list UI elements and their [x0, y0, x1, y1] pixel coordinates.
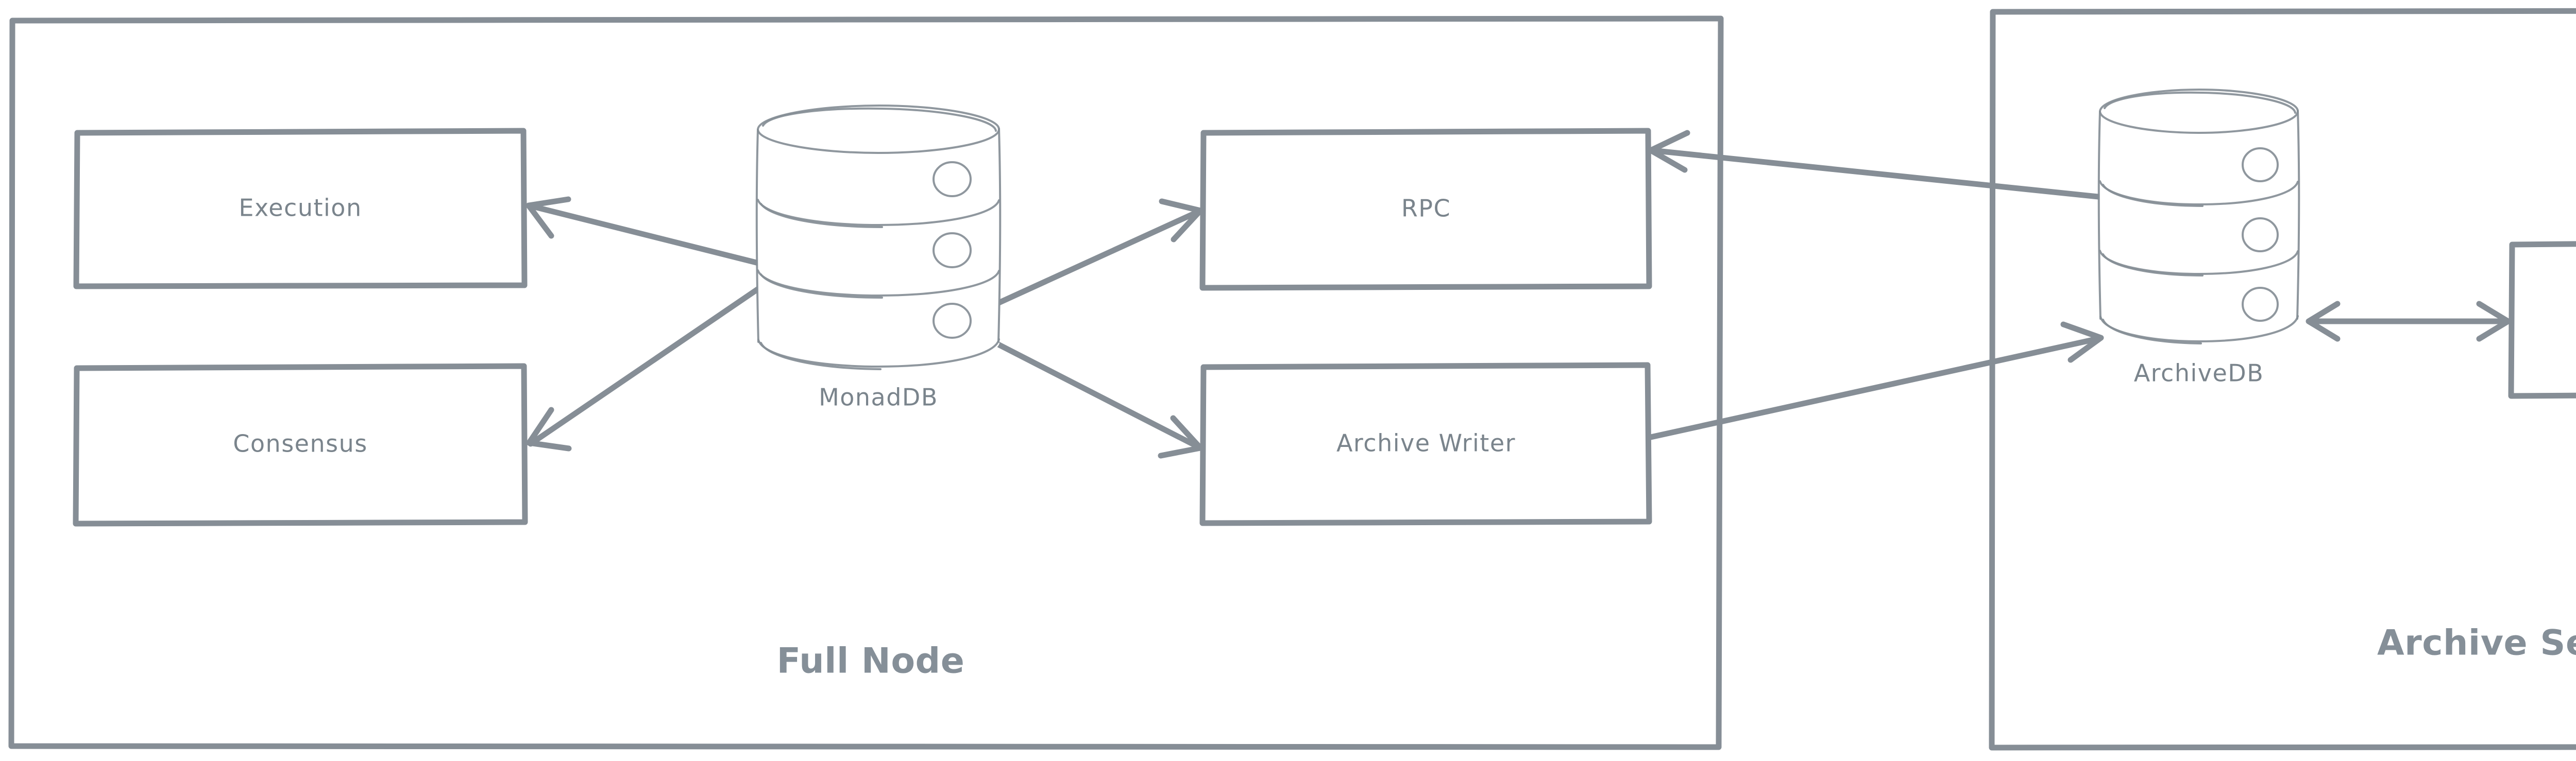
monaddb-top-ellipse-sketch — [762, 107, 997, 132]
archivedb-right-wall — [2296, 110, 2300, 320]
rpc-border — [1199, 128, 1652, 291]
archivedb-indexer-arrowhead-left — [2306, 301, 2341, 342]
full-node-border — [8, 15, 1724, 750]
archivedb-bottom-curve-sketch — [2102, 319, 2202, 344]
monaddb-body-fill — [757, 129, 999, 367]
monaddb-dot-2 — [933, 232, 972, 268]
monaddb-to-consensus-arrowhead — [526, 407, 572, 452]
execution-border — [73, 128, 528, 289]
monaddb-label: MonadDB — [819, 384, 938, 411]
database-monad-db[interactable]: MonadDB — [755, 105, 1002, 411]
monaddb-to-execution-line — [528, 203, 786, 272]
monaddb-dot-1 — [933, 161, 972, 197]
monaddb-band-1-sketch — [760, 203, 883, 228]
archivedb-top-ellipse-sketch — [2104, 91, 2296, 114]
archivedb-indexer-arrowhead-right — [2476, 301, 2511, 342]
connection-monaddb-to-consensus[interactable] — [526, 269, 786, 452]
connection-monaddb-to-archivewriter[interactable] — [991, 339, 1204, 459]
archivedb-dot-3 — [2242, 287, 2279, 322]
archive-writer-fill — [1203, 366, 1649, 523]
node-execution[interactable]: Execution — [73, 128, 528, 289]
monaddb-dot-3 — [933, 303, 972, 339]
archive-writer-border — [1199, 362, 1652, 526]
archive-server-border — [1989, 8, 2576, 751]
connection-archivedb-indexer[interactable] — [2306, 301, 2511, 342]
archive-writer-label: Archive Writer — [1336, 429, 1516, 457]
group-container-archive-server[interactable]: Archive Server — [1989, 8, 2576, 751]
connection-monaddb-to-rpc[interactable] — [991, 198, 1204, 308]
archivedb-dot-1 — [2242, 147, 2279, 182]
full-node-label: Full Node — [777, 641, 965, 682]
monaddb-right-wall — [997, 128, 1002, 343]
archivedb-band-1-sketch — [2102, 184, 2204, 207]
indexer-border — [2508, 241, 2576, 399]
monaddb-bottom-curve-sketch — [760, 342, 882, 370]
monaddb-to-execution-arrowhead — [526, 196, 571, 239]
archivedb-to-rpc-line — [1649, 147, 2106, 200]
consensus-fill — [76, 367, 524, 523]
archivedb-label: ArchiveDB — [2134, 359, 2264, 387]
archive-server-label: Archive Server — [2377, 623, 2576, 664]
monaddb-to-consensus-line — [528, 269, 786, 447]
monaddb-left-wall — [755, 129, 759, 343]
rpc-fill — [1203, 131, 1649, 287]
archivedb-band-2-sketch — [2102, 253, 2204, 276]
archivewriter-to-archivedb-line — [1648, 335, 2103, 440]
node-archive-writer[interactable]: Archive Writer — [1199, 362, 1652, 526]
consensus-label: Consensus — [233, 430, 367, 458]
indexer-fill — [2512, 244, 2576, 395]
archivewriter-to-archivedb-arrowhead — [2060, 321, 2104, 363]
node-indexer[interactable]: Indexer — [2508, 241, 2576, 399]
connection-monaddb-to-execution[interactable] — [526, 196, 786, 272]
monaddb-to-archivewriter-line — [991, 339, 1201, 450]
monaddb-band-2-sketch — [760, 273, 883, 299]
database-archive-db[interactable]: ArchiveDB — [2097, 89, 2300, 387]
consensus-border — [73, 363, 528, 527]
node-consensus[interactable]: Consensus — [73, 363, 528, 527]
execution-label: Execution — [239, 194, 362, 222]
connection-archivewriter-to-archivedb[interactable] — [1648, 321, 2104, 440]
monaddb-band-2 — [757, 269, 1000, 297]
monaddb-top-ellipse — [757, 105, 1000, 154]
monaddb-to-rpc-line — [991, 209, 1201, 308]
archivedb-left-wall — [2097, 111, 2102, 320]
execution-fill — [76, 131, 524, 286]
node-rpc[interactable]: RPC — [1199, 128, 1652, 291]
rpc-label: RPC — [1401, 195, 1451, 222]
archivedb-body-fill — [2099, 111, 2298, 341]
archivedb-dot-2 — [2242, 217, 2279, 252]
monaddb-band-1 — [757, 199, 1000, 226]
archivedb-top-ellipse — [2099, 89, 2299, 134]
group-container-full-node[interactable]: Full Node — [8, 15, 1724, 750]
